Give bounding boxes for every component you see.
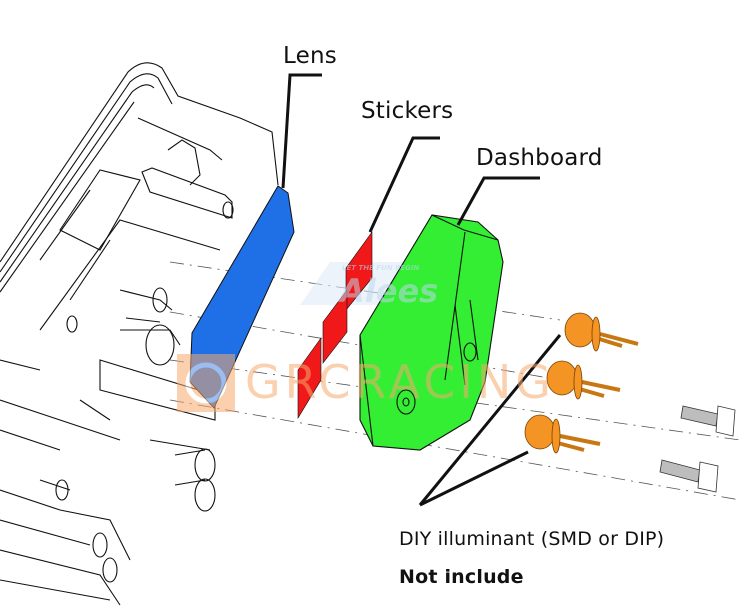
label-illuminant: DIY illuminant (SMD or DIP) xyxy=(399,528,665,550)
watermark-alees-text: Alees xyxy=(340,272,439,310)
lens-leader xyxy=(281,73,322,189)
watermark-grcracing-logo xyxy=(177,354,235,412)
dashboard-part xyxy=(359,214,504,451)
screw-2 xyxy=(659,459,719,493)
illuminant-leader-1 xyxy=(418,334,562,506)
led-1 xyxy=(564,312,639,352)
illuminant-leader-2 xyxy=(419,450,529,507)
watermark-grcracing: GRCRACING xyxy=(245,355,555,409)
label-stickers: Stickers xyxy=(361,98,454,124)
screw-1 xyxy=(680,405,736,437)
dashboard-leader xyxy=(456,176,540,226)
label-not-included: Not include xyxy=(399,566,524,588)
label-dashboard: Dashboard xyxy=(476,145,603,171)
leader-lines xyxy=(281,73,562,507)
watermark-slogan: LET THE FUN BEGIN xyxy=(342,264,420,272)
label-lens: Lens xyxy=(283,43,337,69)
stickers-part xyxy=(297,231,373,420)
housing xyxy=(0,62,279,606)
led-2 xyxy=(546,360,621,400)
led-3 xyxy=(524,414,601,454)
stickers-leader xyxy=(368,136,440,233)
